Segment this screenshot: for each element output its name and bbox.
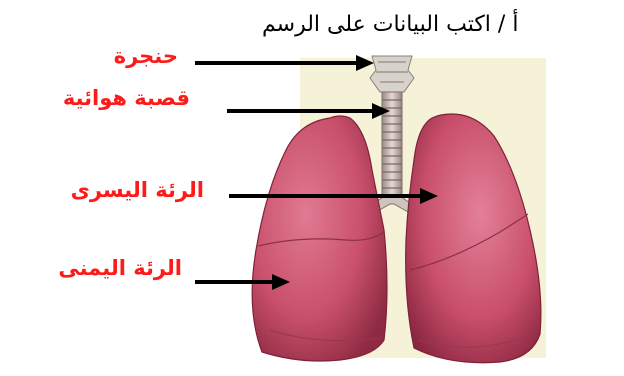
label-trachea: قصبة هوائية — [10, 86, 190, 110]
arrow-right-lung — [195, 274, 290, 290]
label-left-lung: الرئة اليسرى — [14, 178, 204, 202]
label-larynx: حنجرة — [58, 44, 178, 68]
label-right-lung: الرئة اليمنى — [0, 256, 182, 280]
